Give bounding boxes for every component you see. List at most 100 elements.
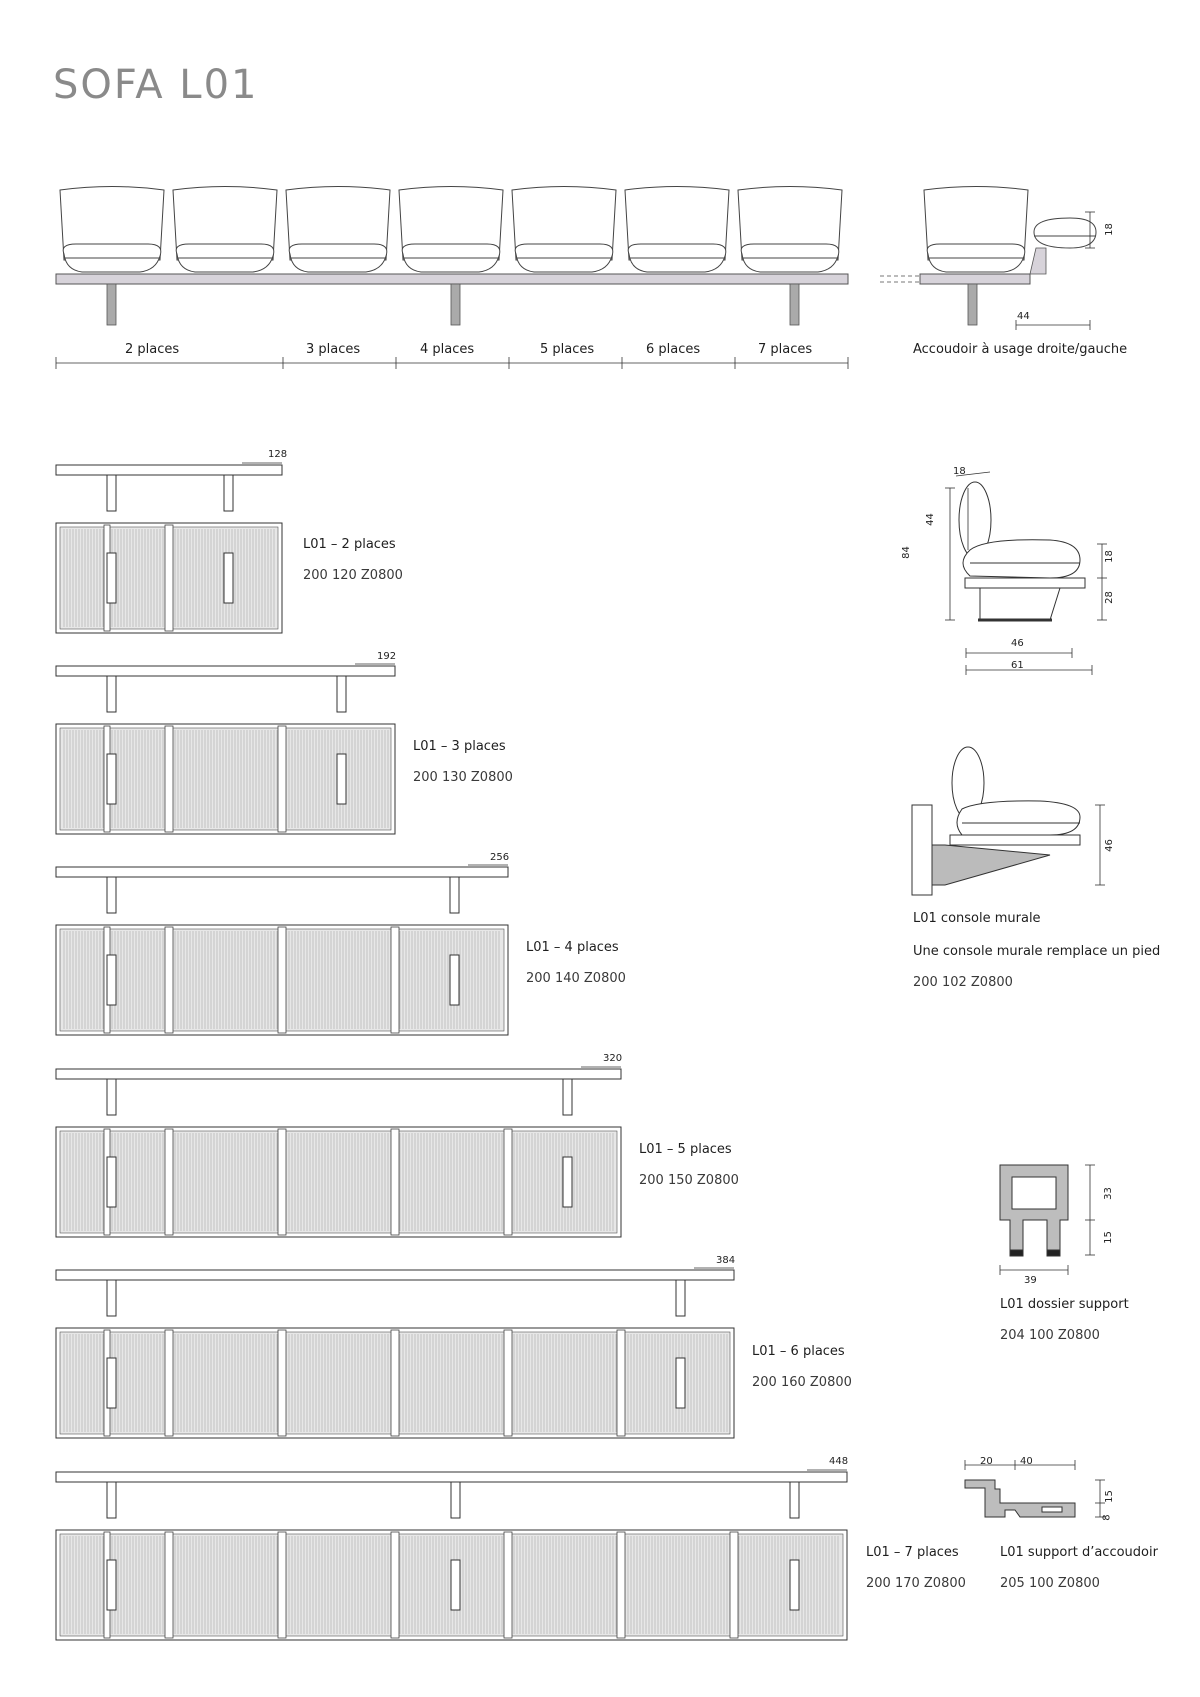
- length-dim: 128: [268, 449, 288, 460]
- seat: [398, 186, 504, 273]
- bench-top-bar: [55, 1471, 848, 1483]
- base-depth-dim: 46: [1011, 638, 1024, 649]
- seat: [172, 186, 278, 273]
- leg: [106, 876, 117, 914]
- leg-footprint: [223, 552, 234, 604]
- cushion-back: [737, 186, 843, 261]
- cushion-back: [285, 186, 391, 261]
- model-code: 200 150 Z0800: [639, 1173, 739, 1188]
- length-dim: 256: [490, 852, 510, 863]
- seat-divider: [277, 926, 287, 1034]
- backrest-support-code: 204 100 Z0800: [1000, 1328, 1100, 1343]
- cushion-back: [172, 186, 278, 261]
- seat-label-5: 5 places: [540, 342, 595, 357]
- model-name: L01 – 2 places: [303, 537, 396, 552]
- leg-footprint: [562, 1156, 573, 1208]
- wall-console-name: L01 console murale: [913, 911, 1041, 926]
- armrest-support-left-dim: 20: [980, 1456, 993, 1467]
- seat-divider: [164, 524, 174, 632]
- leg: [106, 1078, 117, 1116]
- length-dim: 448: [829, 1456, 849, 1467]
- cushion-back: [923, 186, 1029, 261]
- leg-footprint: [106, 1156, 117, 1208]
- bench-top-bar: [55, 866, 509, 878]
- armrest-seat: [923, 186, 1029, 273]
- model-plan: [55, 1066, 622, 1238]
- model-plan: [55, 1469, 848, 1641]
- cushion-back: [398, 186, 504, 261]
- backrest-support-drawing: [999, 1164, 1095, 1275]
- length-dim: 320: [603, 1053, 623, 1064]
- seat-divider: [390, 926, 400, 1034]
- model-code: 200 170 Z0800: [866, 1576, 966, 1591]
- leg-footprint: [450, 1559, 461, 1611]
- model-code: 200 140 Z0800: [526, 971, 626, 986]
- leg: [675, 1279, 686, 1317]
- leg-footprint: [106, 1559, 117, 1611]
- model-code: 200 130 Z0800: [413, 770, 513, 785]
- total-depth-dim: 61: [1011, 660, 1024, 671]
- seat-divider: [164, 1329, 174, 1437]
- leg-footprint: [449, 954, 460, 1006]
- bench-top-bar: [55, 464, 283, 476]
- armrest-bracket: [1029, 247, 1047, 275]
- model-code: 200 160 Z0800: [752, 1375, 852, 1390]
- model-plan: [55, 864, 509, 1036]
- leg: [223, 474, 234, 512]
- seat-label-7: 7 places: [758, 342, 813, 357]
- model-name: L01 – 4 places: [526, 940, 619, 955]
- seat-divider: [277, 1329, 287, 1437]
- backrest-upper-dim: 33: [1102, 1187, 1114, 1200]
- model-code: 200 120 Z0800: [303, 568, 403, 583]
- seat-height-dim: 28: [1103, 591, 1115, 604]
- length-dim: 192: [377, 651, 397, 662]
- total-height-dim: 84: [900, 546, 912, 559]
- seat: [285, 186, 391, 273]
- seat: [624, 186, 730, 273]
- model-plan: [55, 1267, 735, 1439]
- leg-footprint: [106, 753, 117, 805]
- seat-divider: [616, 1329, 626, 1437]
- model-plan: [55, 462, 283, 634]
- armrest-caption: Accoudoir à usage droite/gauche: [913, 342, 1128, 357]
- seat-divider: [390, 1329, 400, 1437]
- leg: [336, 675, 347, 713]
- seat: [737, 186, 843, 273]
- seat-divider: [277, 1531, 287, 1639]
- model-plan: [55, 663, 396, 835]
- leg-footprint: [106, 1357, 117, 1409]
- seat-divider: [390, 1531, 400, 1639]
- leg: [450, 1481, 461, 1519]
- armrest-support-drawing: [964, 1460, 1105, 1518]
- leg: [106, 474, 117, 512]
- backrest-width-dim: 39: [1024, 1275, 1037, 1286]
- model-name: L01 – 3 places: [413, 739, 506, 754]
- seat-divider: [164, 926, 174, 1034]
- leg-footprint: [106, 552, 117, 604]
- leg-footprint: [789, 1559, 800, 1611]
- seat-divider: [616, 1531, 626, 1639]
- armrest-leg: [967, 283, 978, 326]
- seat-label-6: 6 places: [646, 342, 701, 357]
- leg: [106, 675, 117, 713]
- backrest-support-name: L01 dossier support: [1000, 1297, 1129, 1312]
- cushion-back: [511, 186, 617, 261]
- leg: [106, 283, 117, 326]
- leg: [450, 283, 461, 326]
- page-title: SOFA L01: [53, 62, 259, 108]
- leg: [449, 876, 460, 914]
- model-name: L01 – 5 places: [639, 1142, 732, 1157]
- length-dim: 384: [716, 1255, 736, 1266]
- model-name: L01 – 6 places: [752, 1344, 845, 1359]
- seat-label-3: 3 places: [306, 342, 361, 357]
- leg: [106, 1279, 117, 1317]
- wall-console-drawing: [911, 746, 1105, 896]
- armrest-support-lower-dim: 8: [1101, 1514, 1113, 1521]
- seat-label-4: 4 places: [420, 342, 475, 357]
- cushion-back: [624, 186, 730, 261]
- seat-divider: [503, 1531, 513, 1639]
- back-depth-dim: 18: [953, 466, 966, 477]
- seat-thickness-dim: 18: [1103, 550, 1115, 563]
- leg-footprint: [675, 1357, 686, 1409]
